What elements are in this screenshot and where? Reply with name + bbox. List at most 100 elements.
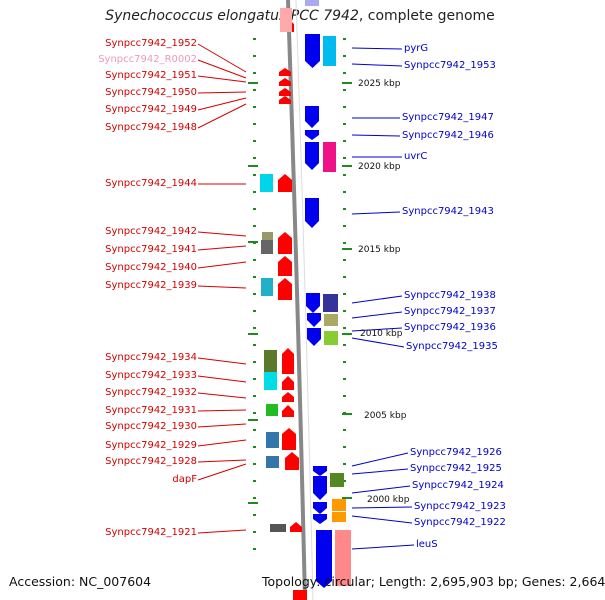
gene-label-right: Synpcc7942_1925	[410, 463, 502, 474]
tick-left	[253, 310, 256, 312]
tick-left	[253, 429, 256, 431]
red-gene-arrow	[279, 78, 291, 86]
blue-gene-arrow	[305, 106, 319, 128]
tick-left	[253, 480, 256, 482]
tick-right	[343, 463, 346, 465]
leader-left	[197, 439, 247, 447]
red-gene-arrow	[278, 256, 292, 276]
pale-gene	[305, 0, 319, 6]
scale-label: 2015 kbp	[358, 245, 401, 255]
blue-gene-arrow	[313, 466, 327, 476]
colored-gene-box	[264, 350, 277, 372]
colored-gene-box	[261, 278, 273, 296]
red-gene-arrow	[282, 376, 294, 390]
tick-right	[343, 276, 346, 278]
blue-gene-arrow	[305, 130, 319, 140]
leader-right	[351, 63, 403, 67]
leader-right	[351, 295, 403, 304]
colored-gene-box	[332, 499, 346, 511]
topology-text: Topology: circular; Length: 2,695,903 bp…	[262, 574, 605, 589]
leader-left	[197, 423, 247, 428]
gene-label-left: Synpcc7942_1941	[105, 244, 197, 255]
tick-right	[343, 361, 346, 363]
gene-label-left: Synpcc7942_1921	[105, 527, 197, 538]
accession-text: Accession: NC_007604	[9, 574, 152, 589]
leader-right	[351, 506, 413, 509]
leader-right	[351, 544, 415, 550]
blue-gene-arrow	[307, 328, 321, 346]
tick-major	[248, 165, 258, 167]
red-gene-arrow	[278, 278, 292, 300]
gene-label-left: Synpcc7942_1930	[105, 421, 197, 432]
red-gene-arrow	[279, 96, 291, 104]
gene-label-right: Synpcc7942_1924	[412, 480, 504, 491]
tick-left	[253, 497, 256, 499]
tick-left	[253, 412, 256, 414]
gene-label-right: Synpcc7942_1937	[404, 306, 496, 317]
tick-left	[253, 344, 256, 346]
tick-right	[343, 55, 346, 57]
scale-label: 2025 kbp	[358, 79, 401, 89]
gene-label-right: Synpcc7942_1936	[404, 322, 496, 333]
pale-gene	[280, 8, 292, 32]
scale-label: 2000 kbp	[367, 495, 410, 505]
gene-label-left: Synpcc7942_1934	[105, 352, 197, 363]
gene-label-right: Synpcc7942_1947	[402, 112, 494, 123]
leader-right	[351, 485, 411, 494]
blue-gene-arrow	[306, 293, 320, 313]
gene-label-left: Synpcc7942_1952	[105, 38, 197, 49]
tick-right	[343, 259, 346, 261]
tick-left	[253, 361, 256, 363]
tick-right	[343, 310, 346, 312]
gene-label-left: Synpcc7942_1948	[105, 122, 197, 133]
leader-right	[351, 452, 409, 467]
gene-label-right: Synpcc7942_1926	[410, 447, 502, 458]
tick-left	[253, 38, 256, 40]
leader-right	[351, 327, 403, 332]
gene-label-right: Synpcc7942_1923	[414, 501, 506, 512]
tick-right	[343, 429, 346, 431]
red-gene-arrow	[285, 452, 299, 470]
colored-gene-box	[262, 232, 273, 240]
tick-left	[253, 293, 256, 295]
tick-left	[253, 463, 256, 465]
gene-label-left: Synpcc7942_R0002	[98, 54, 197, 65]
gene-label-right: leuS	[416, 539, 438, 550]
gene-label-right: pyrG	[404, 43, 429, 54]
tick-right	[343, 191, 346, 193]
scale-label: 2005 kbp	[364, 411, 407, 421]
tick-left	[253, 446, 256, 448]
tick-left	[253, 514, 256, 516]
leader-left	[197, 459, 247, 463]
blue-gene-arrow	[313, 476, 327, 500]
leader-left	[197, 91, 247, 94]
colored-gene-box	[324, 331, 338, 345]
leader-left	[197, 357, 247, 365]
blue-gene-arrow	[305, 198, 319, 228]
gene-label-right: uvrC	[404, 151, 428, 162]
tick-left	[253, 174, 256, 176]
tick-left	[253, 72, 256, 74]
red-gene-arrow	[282, 348, 294, 374]
colored-gene-box	[323, 142, 336, 172]
tick-right	[343, 293, 346, 295]
gene-label-left: Synpcc7942_1929	[105, 440, 197, 451]
leader-left	[197, 231, 247, 237]
colored-gene-box	[266, 432, 279, 448]
tick-left	[253, 191, 256, 193]
tick-left	[253, 276, 256, 278]
colored-gene-box	[324, 314, 338, 326]
leader-left	[197, 75, 247, 83]
tick-major	[248, 419, 258, 421]
tick-major	[248, 333, 258, 335]
tick-major	[342, 82, 352, 84]
tick-left	[253, 157, 256, 159]
gene-label-right: Synpcc7942_1953	[404, 60, 496, 71]
blue-gene-arrow	[313, 502, 327, 514]
tick-left	[253, 106, 256, 108]
gene-label-left: Synpcc7942_1942	[105, 226, 197, 237]
leader-right	[351, 47, 403, 50]
leader-left	[197, 375, 247, 383]
